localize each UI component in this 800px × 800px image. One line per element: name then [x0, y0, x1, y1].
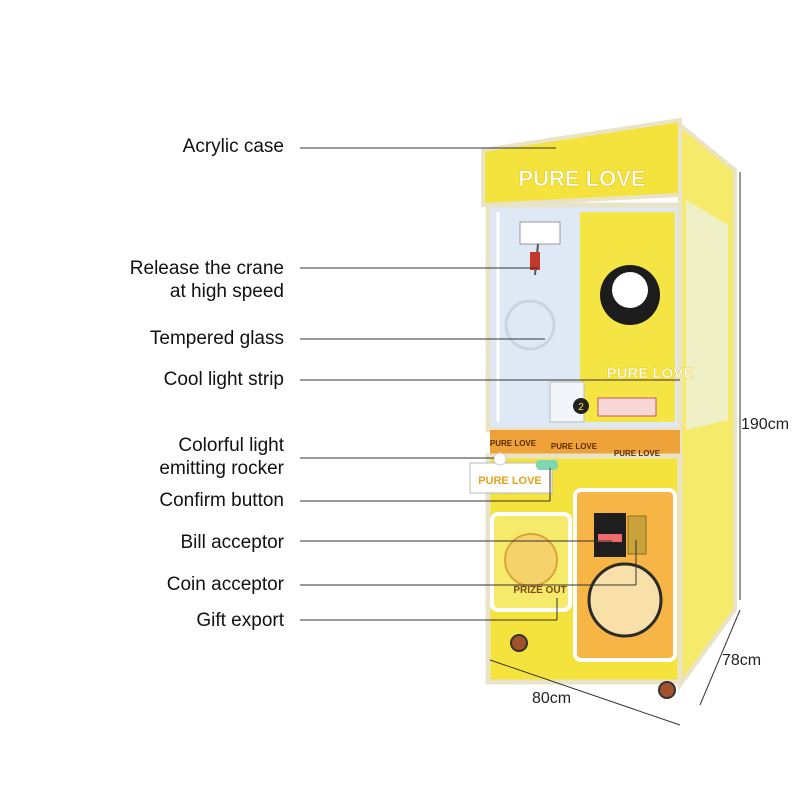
price-sticker [597, 397, 657, 417]
counter-text: 2 [578, 402, 584, 413]
wheel-right [658, 681, 676, 699]
coin-acceptor-shape [627, 515, 647, 555]
dimension-lines [489, 172, 741, 726]
wheel-left [510, 634, 528, 652]
depth-dimension-label: 78cm [722, 652, 762, 669]
strip-text-3: PURE LOVE [614, 449, 661, 458]
side-glass [686, 200, 728, 430]
callout-leaders [300, 147, 680, 621]
mascot-face [612, 272, 648, 308]
label-tempered-glass: Tempered glass [149, 328, 284, 349]
confirm-button-shape [536, 460, 558, 470]
label-colorful-rocker: Colorful light emitting rocker [159, 435, 284, 479]
width-dimension-line [489, 659, 681, 726]
depth-dimension-line [699, 609, 741, 706]
strip-text-1: PURE LOVE [490, 439, 537, 448]
rocker-ball [493, 452, 507, 466]
bill-acceptor-light [598, 534, 622, 542]
acrylic-case-header [481, 117, 682, 208]
label-gift-export: Gift export [196, 610, 284, 631]
crane-claw [530, 252, 540, 270]
label-coin-acceptor: Coin acceptor [166, 574, 284, 595]
counter-badge [573, 398, 589, 414]
label-acrylic-case: Acrylic case [182, 136, 284, 157]
label-confirm-button: Confirm button [159, 490, 284, 511]
brand-top-text: PURE LOVE [518, 166, 645, 191]
crane-carriage [519, 221, 561, 245]
label-bill-acceptor: Bill acceptor [180, 532, 285, 553]
label-cool-light-strip: Cool light strip [163, 369, 284, 390]
label-release-crane: Release the crane at high speed [129, 258, 284, 302]
crane-claw-ring [504, 299, 556, 351]
brand-glass-text: PURE LOVE [607, 365, 694, 382]
orange-strip [490, 430, 680, 456]
payment-panel-art [587, 562, 663, 638]
strip-text-2: PURE LOVE [551, 442, 598, 451]
width-dimension-label: 80cm [532, 690, 572, 707]
prize-out-text: PRIZE OUT [513, 585, 566, 596]
height-dimension-label: 190cm [741, 416, 790, 433]
prize-door-art [504, 533, 558, 587]
brand-panel-text: PURE LOVE [478, 475, 542, 487]
